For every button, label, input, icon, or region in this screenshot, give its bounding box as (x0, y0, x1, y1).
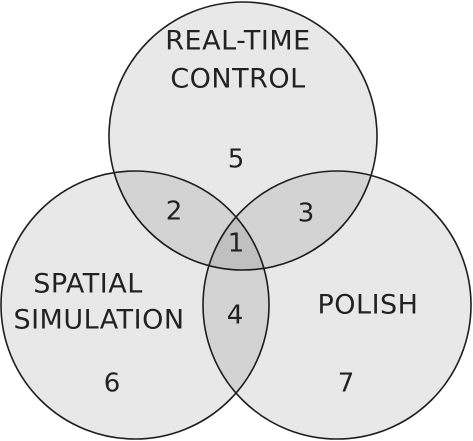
set-label-left-line1: SPATIAL (33, 269, 143, 300)
set-circle-real-time-control (108, 1, 378, 271)
set-label-right: POLISH (318, 290, 419, 321)
set-label-top-line1: REAL-TIME (165, 26, 310, 57)
set-label-top-line2: CONTROL (170, 64, 305, 95)
region-label-top-left: 2 (166, 197, 183, 227)
set-label-left-line2: SIMULATION (13, 305, 184, 336)
region-label-all-three: 1 (228, 229, 245, 259)
region-label-top-right: 3 (298, 199, 315, 229)
region-label-top-only: 5 (228, 145, 245, 175)
region-label-left-only: 6 (104, 369, 121, 399)
region-label-left-right: 4 (227, 301, 244, 331)
region-label-right-only: 7 (338, 369, 355, 399)
set-circle-spatial-simulation (0, 170, 270, 440)
set-circle-polish (202, 170, 472, 440)
